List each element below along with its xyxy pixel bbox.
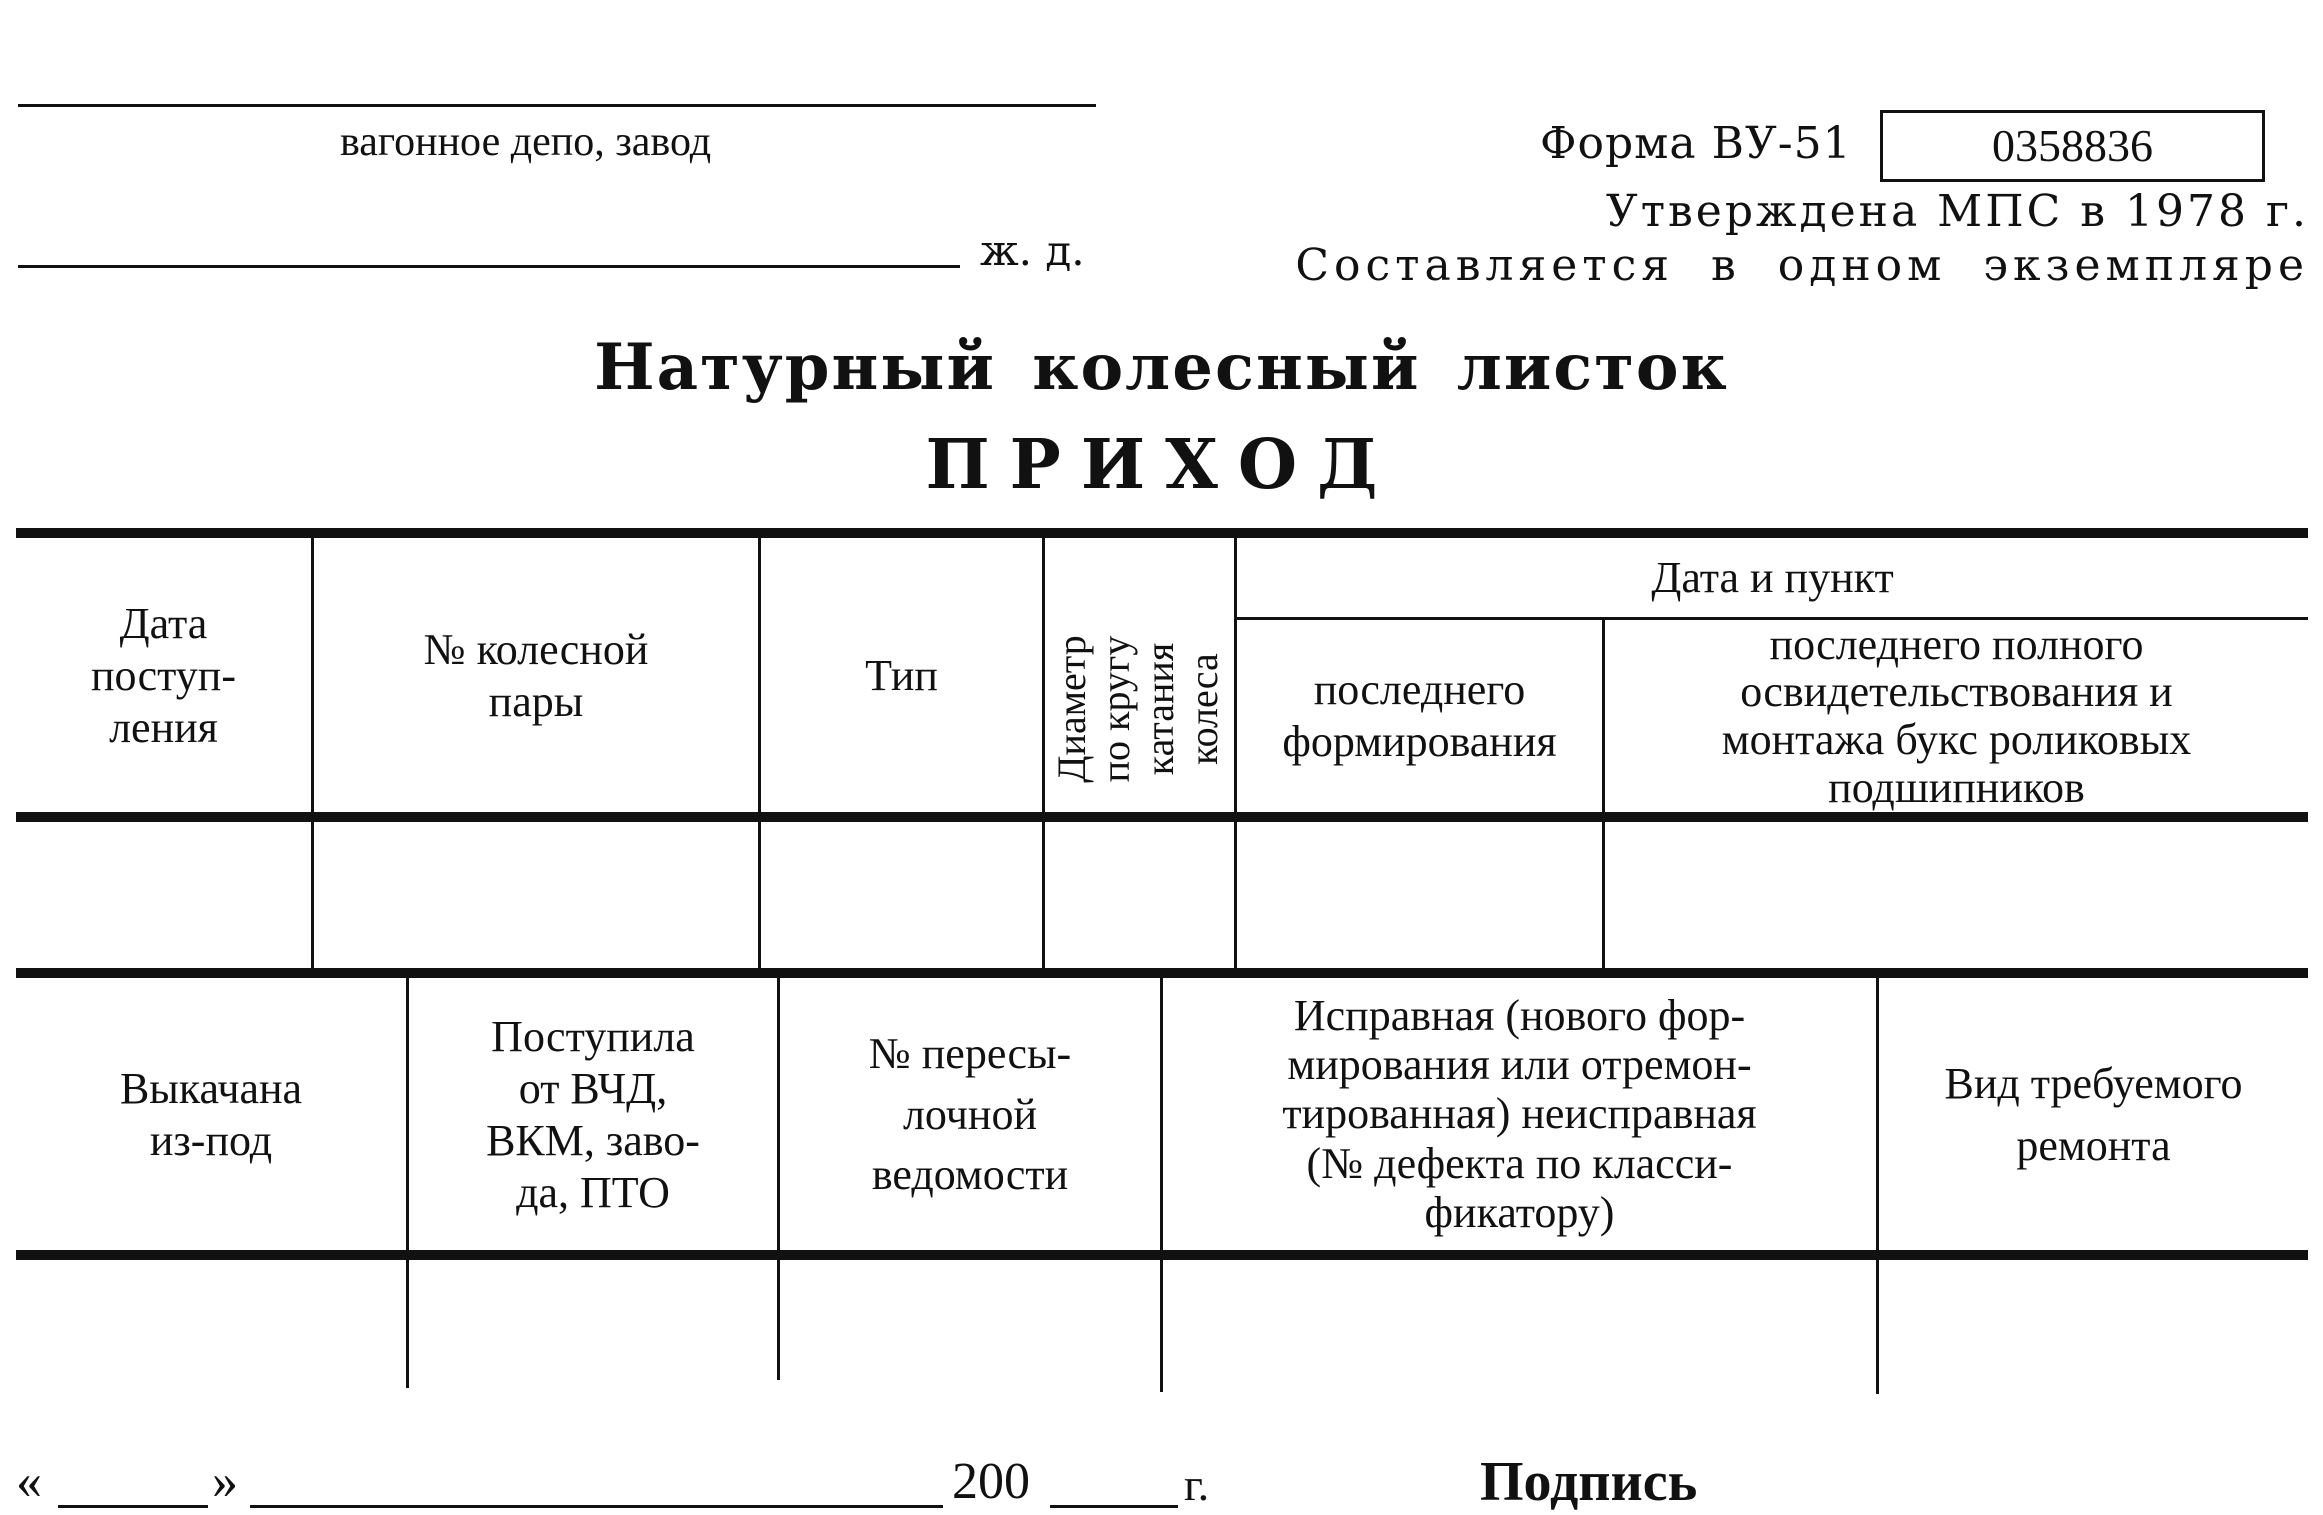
table1-vline-5: [1602, 618, 1605, 972]
table1-vline-2: [758, 536, 761, 972]
table1-vline-3: [1042, 536, 1045, 972]
col-header-shipping-sheet: № пересы- лочной ведомости: [868, 1028, 1072, 1200]
col-header-type: Тип: [865, 651, 938, 701]
date-day-line[interactable]: [58, 1505, 208, 1508]
signature-label: Подпись: [1480, 1451, 1698, 1513]
field-rolled-from[interactable]: [16, 1260, 406, 1390]
field-received-from[interactable]: [409, 1260, 777, 1390]
field-arrival-date[interactable]: [16, 822, 311, 968]
col-header-last-full-inspection: последнего полного освидетельствования и…: [1721, 619, 2192, 812]
col-header-rolled-from: Выкачана из-под: [119, 1064, 303, 1165]
form-number-box: 0358836: [1880, 110, 2265, 182]
copies-note: Составляется в одном экземпляре: [1295, 240, 2309, 291]
table1-vline-4: [1234, 536, 1237, 972]
field-last-full-inspection[interactable]: [1605, 822, 2308, 968]
col-header-condition: Исправная (нового фор- мирования или отр…: [1282, 990, 1757, 1237]
page-subtitle: ПРИХОД: [925, 425, 1398, 505]
table1-bottom-border: [16, 968, 2308, 978]
table1-vline-1: [311, 536, 314, 972]
table1-top-border: [16, 528, 2308, 538]
date-year-suffix: г.: [1184, 1459, 1210, 1510]
field-diameter[interactable]: [1045, 822, 1234, 968]
field-required-repair[interactable]: [1879, 1260, 2308, 1390]
col-header-last-forming: последнего формирования: [1282, 665, 1557, 766]
railway-caption: ж. д.: [980, 226, 1085, 275]
form-label: Форма ВУ-51: [1540, 118, 1852, 169]
field-shipping-sheet[interactable]: [780, 1260, 1160, 1390]
date-month-line[interactable]: [250, 1505, 943, 1508]
table2-vline-3: [1160, 976, 1163, 1392]
date-quote-open: «: [16, 1453, 42, 1510]
table1-group-line: [1236, 617, 2308, 620]
field-wheelset-number[interactable]: [314, 822, 758, 968]
date-quote-close: »: [212, 1453, 238, 1510]
field-last-forming[interactable]: [1237, 822, 1602, 968]
table1-header-divider: [16, 812, 2308, 822]
page-title: Натурный колесный листок: [594, 330, 1729, 405]
col-header-wheelset-number: № колесной пары: [423, 625, 649, 726]
field-type[interactable]: [761, 822, 1042, 968]
date-year-prefix: 200: [952, 1453, 1030, 1510]
date-year-line[interactable]: [1050, 1505, 1178, 1508]
table2-vline-2: [777, 976, 780, 1380]
col-header-required-repair: Вид требуемого ремонта: [1944, 1059, 2243, 1170]
table2-vline-4: [1876, 976, 1879, 1394]
field-condition[interactable]: [1163, 1260, 1876, 1390]
table2-vline-1: [406, 976, 409, 1388]
col-header-arrival-date: Дата поступ- ления: [90, 599, 237, 752]
col-header-date-and-place: Дата и пункт: [1651, 553, 1894, 603]
railway-underline: [18, 265, 960, 268]
col-header-diameter: Диаметр по кругу катания колеса: [1049, 635, 1226, 783]
approved-note: Утверждена МПС в 1978 г.: [1605, 186, 2309, 237]
col-header-received-from: Поступила от ВЧД, ВКМ, заво- да, ПТО: [486, 1012, 700, 1217]
depo-caption: вагонное депо, завод: [340, 119, 712, 165]
depo-underline: [18, 104, 1096, 107]
